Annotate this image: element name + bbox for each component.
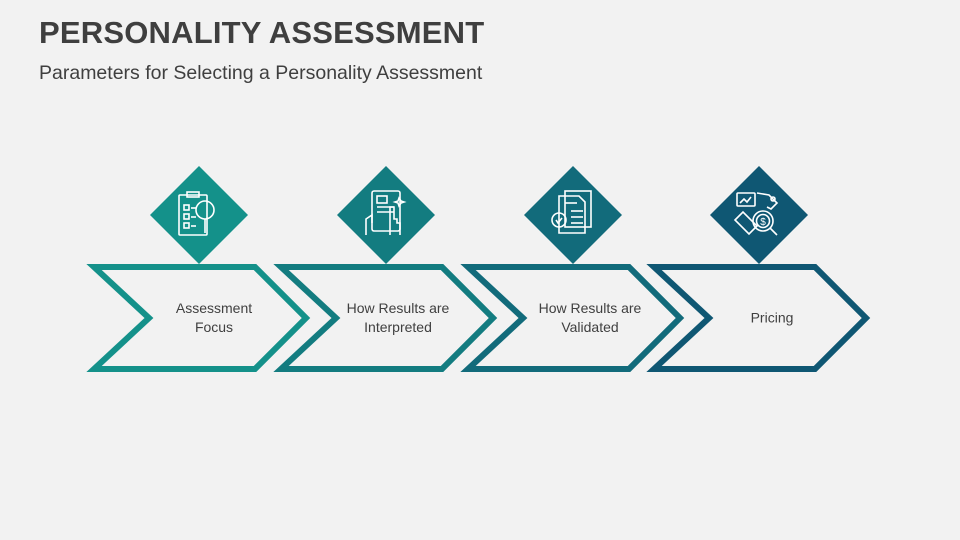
chevron-shape (460, 264, 685, 372)
page-subtitle: Parameters for Selecting a Personality A… (39, 62, 483, 84)
chevron-shape (646, 264, 871, 372)
step-how-results-validated (460, 166, 685, 372)
chevron-shape (86, 264, 311, 372)
step-how-results-interpreted (273, 166, 498, 372)
pricing-dollar-icon: $ (733, 192, 779, 236)
diamond-badge (150, 166, 248, 264)
document-check-icon (551, 190, 592, 234)
step-assessment-focus (86, 166, 311, 372)
checklist-magnifier-icon (178, 191, 215, 236)
svg-text:$: $ (760, 217, 766, 228)
chevron-shape (273, 264, 498, 372)
tablet-hand-icon (365, 190, 407, 235)
diamond-badge (337, 166, 435, 264)
diamond-badge (524, 166, 622, 264)
step-label-pricing: Pricing (750, 309, 794, 326)
page-title: PERSONALITY ASSESSMENT (39, 15, 485, 50)
step-pricing: $ (646, 166, 871, 372)
